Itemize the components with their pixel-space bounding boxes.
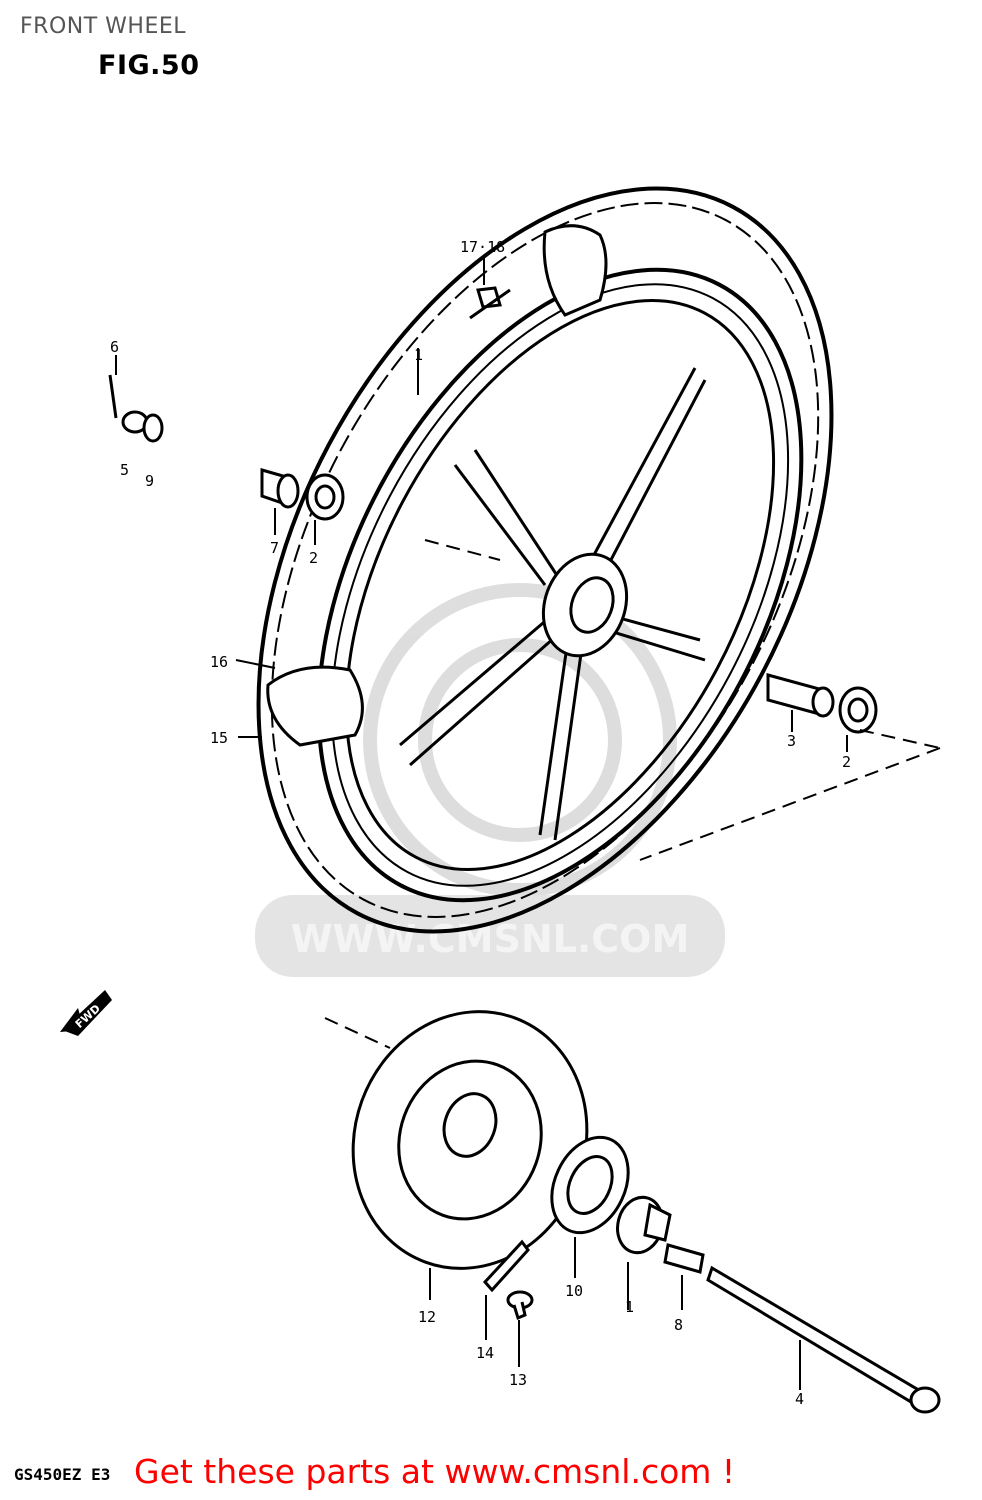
callout-13: 13 bbox=[509, 1371, 527, 1389]
callout-2-left: 2 bbox=[309, 549, 318, 567]
disc-bolt bbox=[506, 1290, 534, 1321]
front-axle bbox=[706, 1265, 941, 1414]
watermark-banner: WWW.CMSNL.COM bbox=[255, 895, 725, 977]
callout-6: 6 bbox=[110, 338, 119, 356]
callout-4: 4 bbox=[795, 1390, 804, 1408]
model-code: GS450EZ E3 bbox=[14, 1465, 111, 1484]
tire-section-top bbox=[542, 224, 608, 317]
callout-1: 1 bbox=[414, 346, 423, 364]
tire-section-bottom bbox=[266, 665, 364, 747]
diagram-title: FRONT WHEEL bbox=[20, 14, 186, 39]
callout-16: 16 bbox=[210, 653, 228, 671]
callout-12: 12 bbox=[418, 1308, 436, 1326]
brake-disc bbox=[351, 1010, 589, 1270]
retainer-ring bbox=[550, 1135, 630, 1235]
spacer-and-bearing-right bbox=[766, 673, 878, 734]
callout-5: 5 bbox=[120, 461, 129, 479]
callout-3: 3 bbox=[787, 732, 796, 750]
callout-11: 1 bbox=[625, 1298, 634, 1316]
cotter-pin-and-nut bbox=[108, 374, 164, 443]
wheel-assembly bbox=[256, 186, 834, 934]
forward-direction-arrow bbox=[60, 990, 112, 1036]
speedometer-gearbox bbox=[616, 1195, 672, 1255]
callout-7: 7 bbox=[270, 539, 279, 557]
callout-8: 8 bbox=[674, 1316, 683, 1334]
callout-leaders bbox=[115, 258, 848, 1390]
figure-number: FIG.50 bbox=[98, 50, 200, 81]
collar bbox=[663, 1243, 705, 1274]
valve-part bbox=[469, 286, 511, 320]
callout-2-right: 2 bbox=[842, 753, 851, 771]
parts-shop-link[interactable]: Get these parts at www.cmsnl.com ! bbox=[134, 1452, 736, 1491]
wheel-hub bbox=[541, 552, 629, 658]
callout-9: 9 bbox=[145, 472, 154, 490]
callout-17-18: 17·18 bbox=[460, 238, 505, 256]
callout-14: 14 bbox=[476, 1344, 494, 1362]
lock-washer bbox=[482, 1239, 530, 1293]
callout-10: 10 bbox=[565, 1282, 583, 1300]
callout-15: 15 bbox=[210, 729, 228, 747]
spacer-and-bearing-left bbox=[260, 468, 345, 521]
